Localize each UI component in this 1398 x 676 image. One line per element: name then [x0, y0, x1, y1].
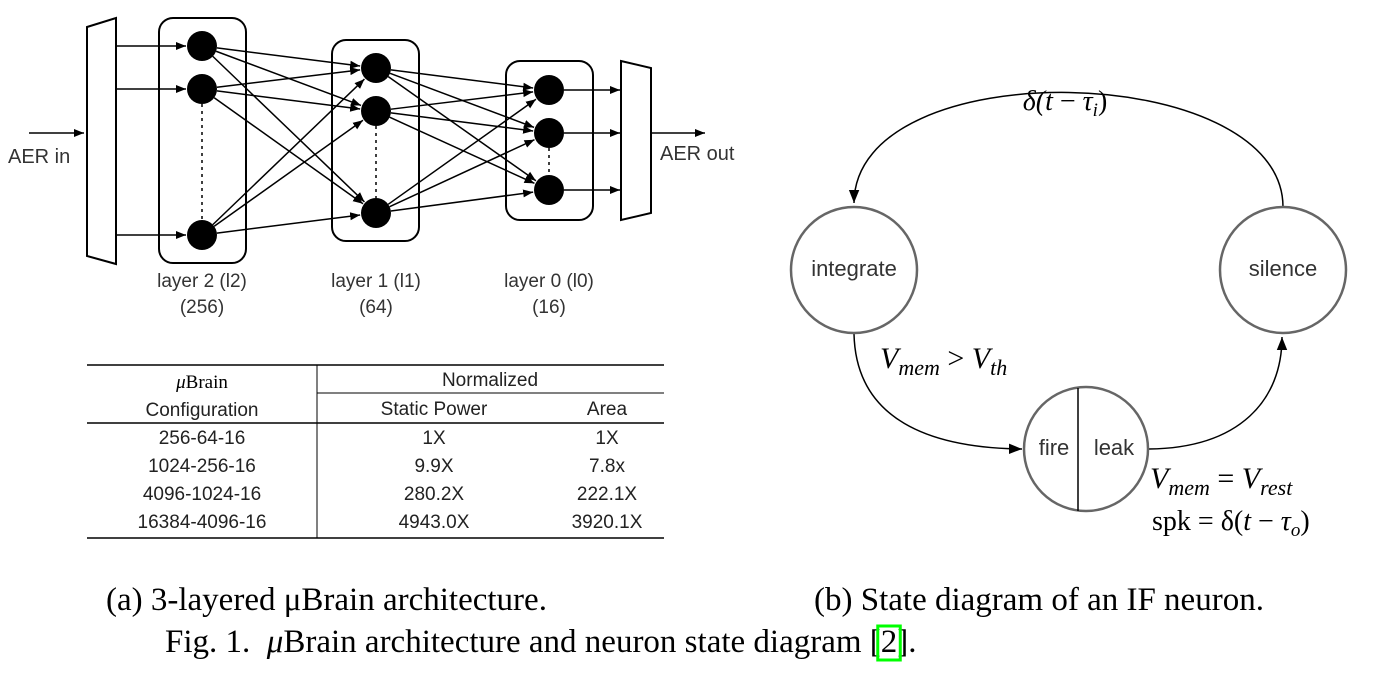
citation-highlight-box[interactable]	[876, 624, 902, 662]
table-cell-config: 1024-256-16	[148, 456, 256, 477]
label-spk-delta-tau-o: spk = δ(t − τo)	[1152, 506, 1310, 541]
synapse-l2-l1	[213, 119, 364, 227]
table-header-area: Area	[587, 399, 628, 420]
output-encoder	[620, 59, 652, 222]
table-row: 16384-4096-16 4943.0X 3920.1X	[138, 512, 643, 533]
synapse-l2-l1	[212, 78, 365, 226]
layer-2-box	[158, 17, 247, 264]
neuron-l0	[534, 175, 564, 205]
layer-0-box	[505, 60, 594, 221]
synapse-l1-l0	[387, 98, 537, 205]
synapse-l1-l0	[389, 139, 535, 208]
table-row: 1024-256-16 9.9X 7.8x	[148, 456, 625, 477]
synapse-l2-l1	[216, 47, 361, 69]
neuron-l1	[361, 198, 391, 228]
synapse-edges	[116, 42, 620, 239]
table-cell-area: 1X	[595, 428, 619, 449]
transition-silence-to-integrate	[848, 91, 1284, 208]
transition-integrate-to-fire	[853, 333, 1023, 455]
synapse-l2-l1	[216, 212, 361, 234]
neuron-l1	[361, 96, 391, 126]
synapse-l2-l1	[216, 90, 361, 112]
layer-2-label: layer 2 (l2)	[157, 271, 247, 292]
label-delta-tau-i: δ(t − τi)	[1023, 86, 1108, 121]
table-cell-area: 7.8x	[589, 456, 625, 477]
transition-leak-to-silence	[1148, 336, 1288, 450]
layer-1-box	[331, 39, 420, 242]
state-silence-label: silence	[1249, 256, 1317, 281]
state-integrate: integrate	[789, 205, 919, 335]
figure-caption: Fig. 1. μBrain architecture and neuron s…	[165, 624, 917, 660]
table-cell-static-power: 9.9X	[414, 456, 453, 477]
table-cell-config: 16384-4096-16	[138, 512, 267, 533]
neuron-l0	[534, 75, 564, 105]
layer-1-label: layer 1 (l1)	[331, 271, 421, 292]
table-cell-area: 3920.1X	[572, 512, 643, 533]
synapse-l1-l0	[390, 112, 534, 134]
caption-subfigure-a: (a) 3-layered μBrain architecture.	[106, 582, 547, 618]
aer-in-label: AER in	[8, 146, 70, 168]
aer-out-label: AER out	[660, 143, 735, 165]
table-row: 4096-1024-16 280.2X 222.1X	[143, 484, 638, 505]
synapse-l1-l0	[390, 89, 534, 110]
synapse-l1-l0	[387, 76, 537, 182]
layer-0-count: (16)	[532, 297, 566, 318]
synapse-l1-l0	[390, 69, 534, 91]
table-row: 256-64-16 1X 1X	[159, 428, 619, 449]
table-header-config-line2: Configuration	[145, 400, 258, 421]
neuron-l2	[187, 220, 217, 250]
state-fire-leak-circle	[1022, 385, 1150, 513]
state-silence: silence	[1218, 205, 1348, 335]
state-integrate-circle	[789, 205, 919, 335]
caption-subfigure-b: (b) State diagram of an IF neuron.	[814, 582, 1264, 618]
state-diagram: integrate silence fire leak δ(t − τi) Vm…	[789, 86, 1348, 541]
table-cell-config: 256-64-16	[159, 428, 246, 449]
table-cell-config: 4096-1024-16	[143, 484, 261, 505]
state-silence-circle	[1218, 205, 1348, 335]
table-cell-static-power: 1X	[422, 428, 446, 449]
label-vmem-gt-vth: Vmem > Vth	[880, 342, 1007, 380]
input-decoder	[86, 16, 117, 266]
layer-2-count: (256)	[180, 297, 224, 318]
neuron-l2	[187, 31, 217, 61]
config-table: μBrain Configuration Normalized Static P…	[87, 364, 664, 539]
table-header-static-power: Static Power	[381, 399, 488, 420]
layer-1-count: (64)	[359, 297, 393, 318]
neuron-l2	[187, 74, 217, 104]
neuron-l0	[534, 118, 564, 148]
table-header-config-line1: μBrain	[175, 372, 228, 393]
table-header-normalized: Normalized	[442, 370, 538, 391]
network-diagram: AER in AER out layer 2 (l2) (256) layer …	[8, 16, 735, 318]
state-fire-leak: fire leak	[1022, 385, 1150, 513]
table-cell-static-power: 280.2X	[404, 484, 465, 505]
table-cell-static-power: 4943.0X	[399, 512, 470, 533]
citation-link[interactable]: 2	[881, 624, 898, 660]
synapse-l1-l0	[389, 116, 535, 185]
layer-0-label: layer 0 (l0)	[504, 271, 594, 292]
state-integrate-label: integrate	[811, 256, 897, 281]
synapse-l2-l1	[212, 55, 365, 203]
state-fire-label: fire	[1039, 435, 1070, 460]
label-vmem-eq-vrest: Vmem = Vrest	[1150, 462, 1293, 500]
state-leak-label: leak	[1094, 435, 1135, 460]
neuron-l1	[361, 53, 391, 83]
synapse-l2-l1	[216, 67, 361, 88]
neuron-nodes	[187, 31, 564, 250]
synapse-l2-l1	[213, 97, 364, 205]
synapse-l1-l0	[390, 189, 534, 212]
table-cell-area: 222.1X	[577, 484, 638, 505]
